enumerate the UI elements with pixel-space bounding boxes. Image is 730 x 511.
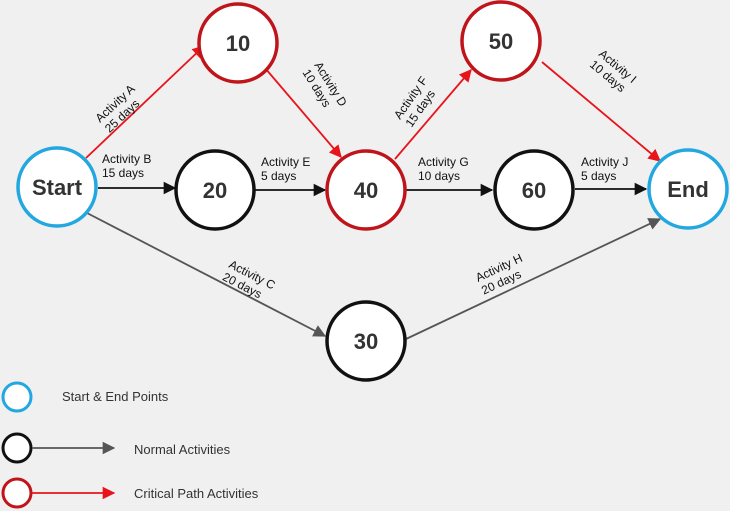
node-10: 10: [197, 2, 279, 84]
legend-critical-swatch: [1, 477, 33, 509]
edge-g-duration: 10 days: [418, 169, 460, 183]
node-30: 30: [325, 300, 407, 382]
edge-d-label: Activity D 10 days: [300, 59, 352, 119]
node-end: End: [647, 148, 729, 230]
edge-e-activity: Activity E: [261, 155, 310, 169]
node-50: 50: [460, 0, 542, 82]
edge-i-label: Activity I 10 days: [587, 47, 642, 99]
edge-j-duration: 5 days: [581, 169, 616, 183]
legend-critical-label: Critical Path Activities: [134, 486, 259, 501]
edge-i-arrow: [541, 61, 661, 162]
node-10-label: 10: [226, 31, 250, 56]
legend-start-end: Start & End Points: [1, 381, 169, 413]
edge-e-label: Activity E 5 days: [261, 155, 314, 183]
node-50-label: 50: [489, 29, 513, 54]
edge-c-label: Activity C 20 days: [220, 257, 280, 306]
edge-h-arrow: [405, 218, 662, 340]
node-start-label: Start: [32, 175, 83, 200]
node-start: Start: [16, 146, 98, 228]
edge-e-duration: 5 days: [261, 169, 296, 183]
edge-f-label: Activity F 15 days: [391, 71, 444, 130]
legend-normal-label: Normal Activities: [134, 442, 231, 457]
node-20: 20: [174, 149, 256, 231]
legend-critical: Critical Path Activities: [1, 477, 259, 509]
legend-normal-swatch: [1, 432, 33, 464]
nodes: Start 10 20 30 40 50 60 End: [16, 0, 729, 382]
edge-f-arrow: [394, 69, 472, 160]
edge-b-activity: Activity B: [102, 152, 151, 166]
node-60: 60: [493, 149, 575, 231]
node-20-label: 20: [203, 178, 227, 203]
edge-d-arrow: [264, 67, 342, 158]
edge-a-arrow: [85, 45, 205, 159]
node-60-label: 60: [522, 178, 546, 203]
edge-c-arrow: [86, 212, 327, 337]
node-30-label: 30: [354, 329, 378, 354]
node-40-label: 40: [354, 178, 378, 203]
legend-start-end-swatch: [1, 381, 33, 413]
legend-normal: Normal Activities: [1, 432, 231, 464]
node-end-label: End: [667, 177, 709, 202]
edge-b-duration: 15 days: [102, 166, 144, 180]
legend-start-end-label: Start & End Points: [62, 389, 169, 404]
edge-g-activity: Activity G: [418, 155, 469, 169]
edge-a-label: Activity A 25 days: [92, 80, 149, 136]
edge-g-label: Activity G 10 days: [418, 155, 472, 183]
node-40: 40: [325, 149, 407, 231]
legend: Start & End Points Normal Activities Cri…: [1, 381, 259, 509]
edge-j-activity: Activity J: [581, 155, 628, 169]
edge-h-label: Activity H 20 days: [473, 249, 533, 297]
edge-j-label: Activity J 5 days: [581, 155, 632, 183]
edge-b-label: Activity B 15 days: [102, 152, 155, 180]
